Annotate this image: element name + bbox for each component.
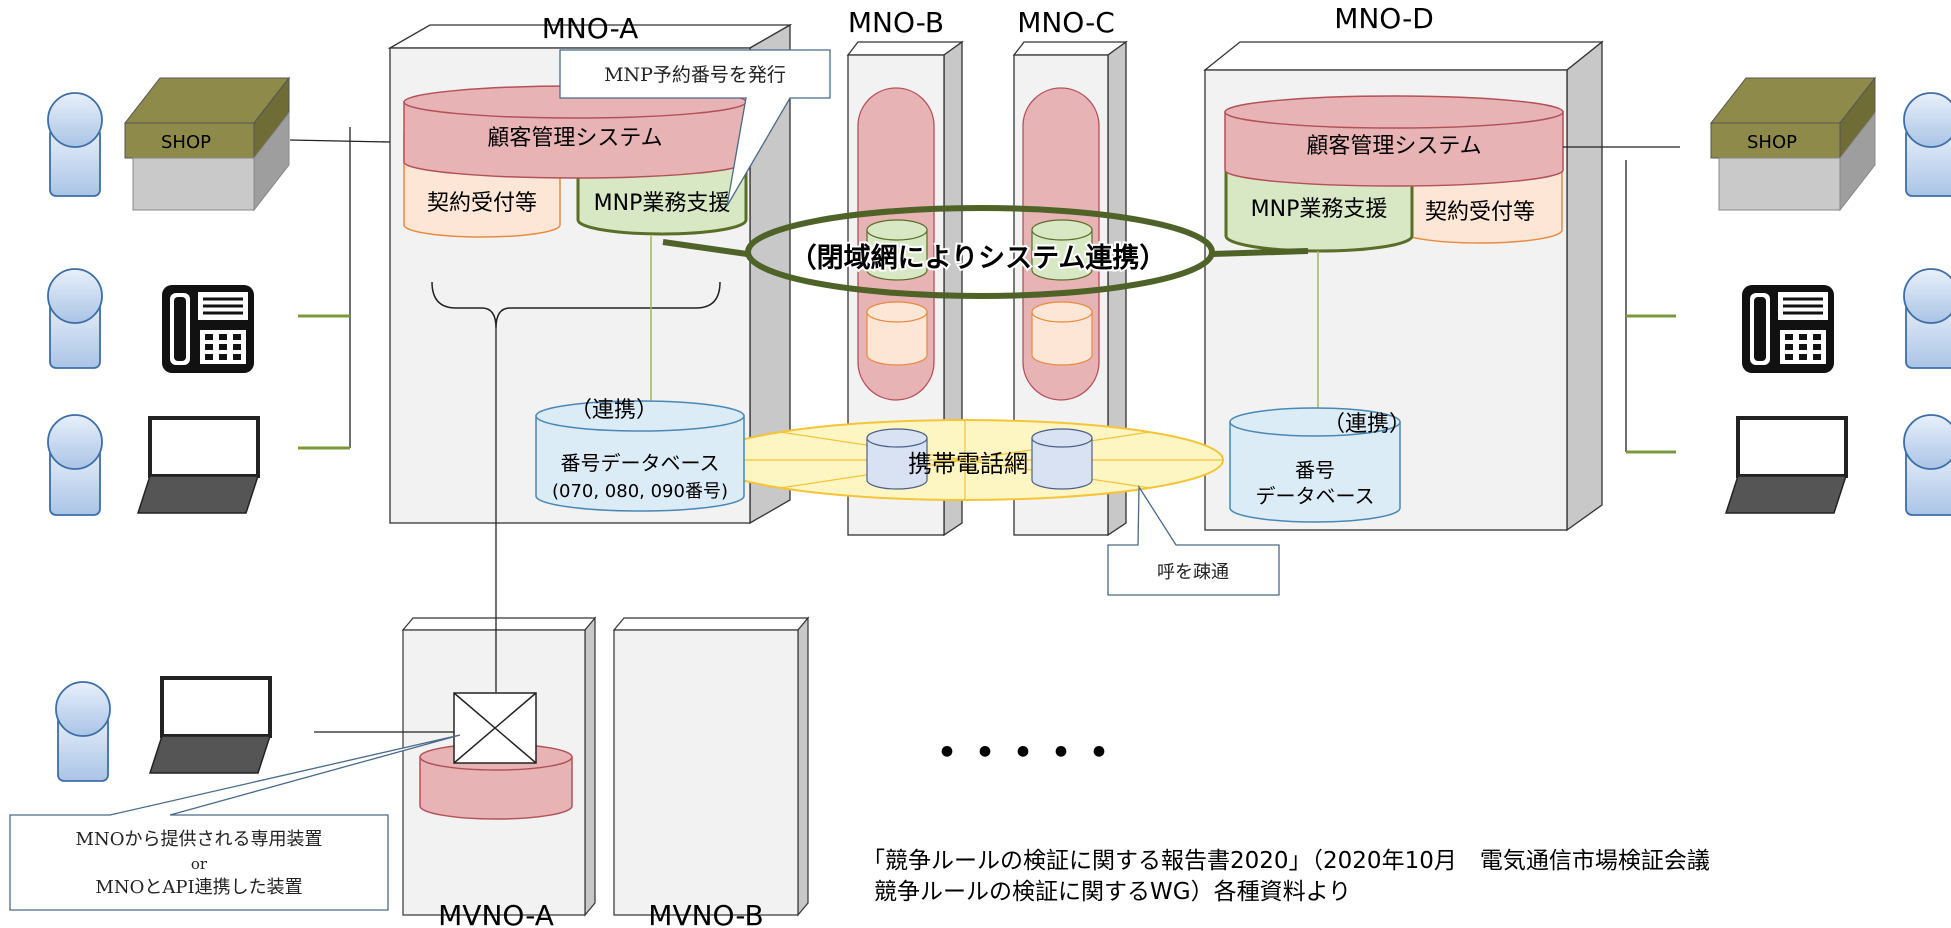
mno-d-number-db-label-2: データベース [1256,484,1375,508]
mno-a-mnp-support-label: MNP業務支援 [594,191,731,216]
mno-b-system-column [857,87,935,401]
mno-d-mnp-support-label: MNP業務支援 [1251,197,1388,222]
telephone-icon [162,285,254,373]
mno-b-label: MNO-B [848,6,944,39]
mobile-network [706,419,1224,501]
mno-a-link-label: （連携） [570,398,658,423]
shop-link-line [289,139,391,143]
more-carriers-ellipsis: ・・・・・ [925,728,1115,779]
device-callout-line-2: or [191,855,208,873]
device-callout: MNOから提供される専用装置 or MNOとAPI連携した装置 [9,734,461,911]
mno-a-number-db: （連携） 番号データベース (070, 080, 090番号) [535,398,745,512]
mno-d-number-db-label-1: 番号 [1295,458,1335,482]
mno-c-system-column [1022,87,1100,401]
mno-a-number-db-range: (070, 080, 090番号) [552,481,728,502]
mvno-b-building [612,616,810,917]
mobile-network-label: 携帯電話網 [908,450,1028,478]
telephone-icon [1742,285,1834,373]
mno-d-number-db: （連携） 番号 データベース [1229,407,1411,523]
laptop-icon [148,676,272,774]
person-icon [47,268,103,369]
mno-a-number-db-label: 番号データベース [561,451,720,475]
mvno-a-label: MVNO-A [438,899,554,928]
left-shop: SHOP [123,76,291,212]
mvno-a-dedicated-device[interactable] [453,692,537,764]
person-icon [1903,414,1951,516]
call-routing-callout: 呼を疎通 [1107,484,1280,596]
mno-d-customer-mgmt-label: 顧客管理システム [1306,134,1481,159]
mnp-number-callout-text: MNP予約番号を発行 [604,64,786,86]
closed-network: （閉域網によりシステム連携） [662,205,1309,299]
mno-d-label: MNO-D [1334,2,1434,35]
closed-network-label: （閉域網によりシステム連携） [790,242,1167,274]
device-callout-line-3: MNOとAPI連携した装置 [95,877,302,898]
right-shop-label: SHOP [1747,132,1797,153]
mno-d-link-label: （連携） [1323,412,1411,437]
mno-a-customer-mgmt-db: 顧客管理システム [403,85,747,179]
person-icon [47,414,103,516]
device-callout-line-1: MNOから提供される専用装置 [76,829,323,850]
left-shop-label: SHOP [161,132,211,153]
laptop-icon [1724,416,1848,514]
mno-a-customer-mgmt-label: 顧客管理システム [487,126,662,151]
person-icon [55,681,111,782]
source-note-line-1: 「競争ルールの検証に関する報告書2020」（2020年10月 電気通信市場検証会… [862,848,1710,874]
person-icon [1903,92,1951,197]
mno-a-label: MNO-A [542,12,639,45]
laptop-icon [136,416,260,514]
right-shop: SHOP [1709,76,1877,212]
mno-d-contract-reception-label: 契約受付等 [1425,200,1535,225]
mvno-b-label: MVNO-B [648,899,763,928]
person-icon [1903,268,1951,369]
source-note-line-2: 競争ルールの検証に関するWG）各種資料より [874,879,1351,905]
mno-a-contract-reception-label: 契約受付等 [427,191,537,216]
mno-d-customer-mgmt-db: 顧客管理システム [1224,95,1564,187]
mno-c-number-db [1031,428,1093,490]
mno-c-label: MNO-C [1017,6,1115,39]
mno-b-number-db [866,428,928,490]
call-routing-callout-text: 呼を疎通 [1157,562,1229,583]
mnp-number-callout: MNP予約番号を発行 [559,49,831,207]
person-icon [47,92,103,197]
